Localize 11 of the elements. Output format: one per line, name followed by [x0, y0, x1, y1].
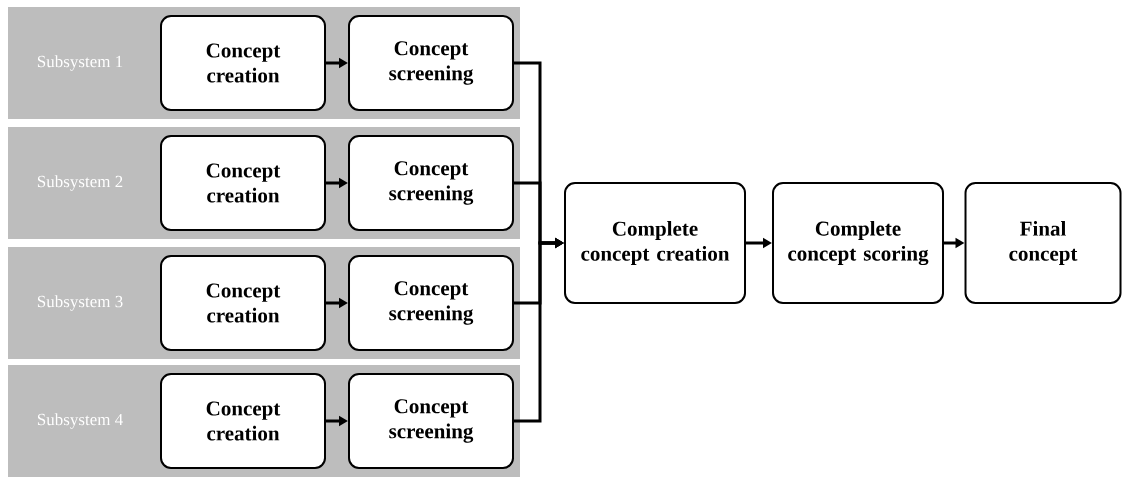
process-box: Concept creation	[160, 135, 326, 231]
process-box: Concept creation	[160, 255, 326, 351]
process-box: Concept screening	[348, 255, 514, 351]
process-box: Complete concept scoring	[772, 182, 944, 304]
process-box: Concept screening	[348, 373, 514, 469]
process-box: Concept creation	[160, 373, 326, 469]
process-box: Concept creation	[160, 15, 326, 111]
process-box: Final concept	[964, 182, 1122, 304]
process-box: Concept screening	[348, 135, 514, 231]
process-box: Concept screening	[348, 15, 514, 111]
process-box: Complete concept creation	[564, 182, 746, 304]
